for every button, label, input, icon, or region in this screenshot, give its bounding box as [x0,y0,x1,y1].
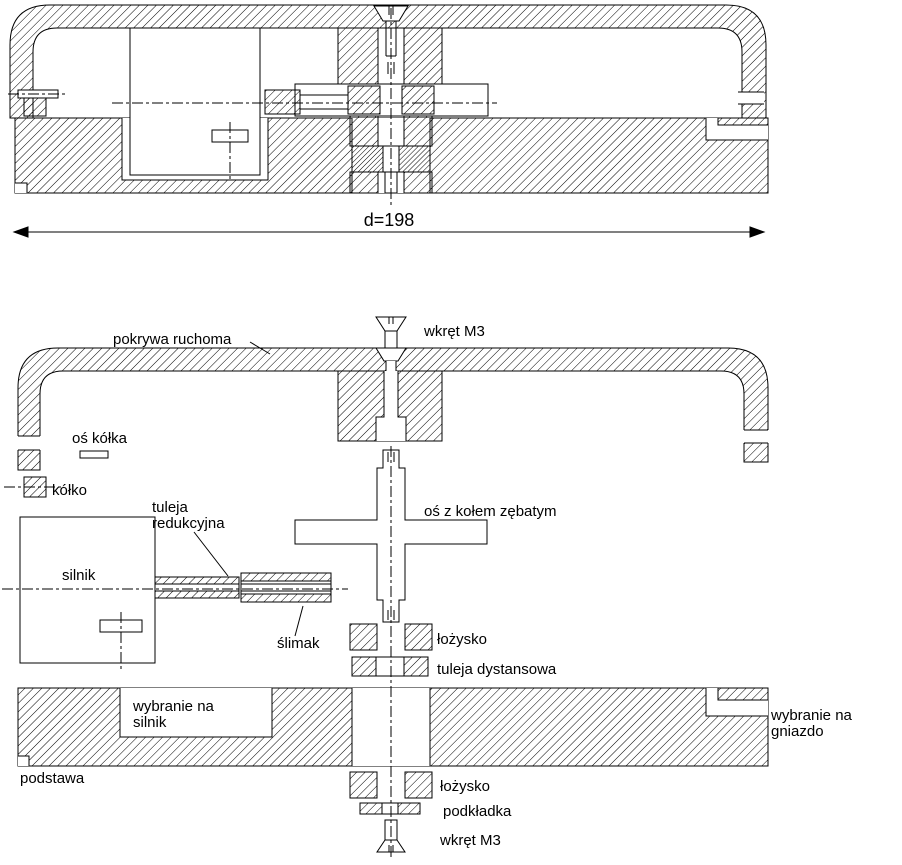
screw-m3-top [375,316,407,349]
wheel-part [4,476,64,498]
label-tuleja-redukcyjna-line2: redukcyjna [152,515,225,532]
cover-exploded [16,347,770,471]
dimension-arrow-right [749,226,766,238]
washer-part [359,802,421,815]
label-wybranie-na-silnik-line1: wybranie na [132,698,215,715]
label-slimak: ślimak [277,635,320,652]
dimension-label: d=198 [364,210,415,230]
dimension-line: d=198 [12,210,766,238]
cover-section [9,4,767,119]
label-wybranie-na-gniazdo-line2: gniazdo [771,723,824,740]
label-wybranie-na-gniazdo-line1: wybranie na [770,707,853,724]
label-os-z-kolem-zebatym: oś z kołem zębatym [424,503,557,520]
label-wkret-m3-top: wkręt M3 [423,323,485,340]
motor-part [19,516,156,670]
label-pokrywa-ruchoma: pokrywa ruchoma [113,331,232,348]
wheel-axle-part [79,450,109,459]
label-silnik: silnik [62,567,96,584]
label-lozysko-gorne: łożysko [437,631,487,648]
motor-section [129,27,261,180]
wheel-axle-section [8,89,66,117]
spacer-sleeve-part [351,656,429,677]
label-wkret-m3-bottom: wkręt M3 [439,832,501,849]
label-lozysko-dolne: łożysko [440,778,490,795]
label-os-kolka: oś kółka [72,430,128,447]
worm-part [240,572,332,603]
label-tuleja-redukcyjna-line1: tuleja [152,499,189,516]
exploded-view: pokrywa ruchoma wkręt M3 oś kółka kółko … [2,316,853,858]
label-podkladka: podkładka [443,803,512,820]
base-plate-part [17,687,769,767]
bearing-lower-part [349,771,433,799]
label-tuleja-dystansowa: tuleja dystansowa [437,661,557,678]
label-kolko: kółko [52,482,87,499]
label-podstawa: podstawa [20,770,85,787]
label-wybranie-na-silnik-line2: silnik [133,714,167,731]
dimension-arrow-left [12,226,29,238]
assembled-view [8,4,769,205]
leader-lines [193,341,304,637]
bearing-upper-part [349,623,433,651]
reduction-sleeve-part [154,576,240,599]
gear-stack-section [112,5,497,205]
